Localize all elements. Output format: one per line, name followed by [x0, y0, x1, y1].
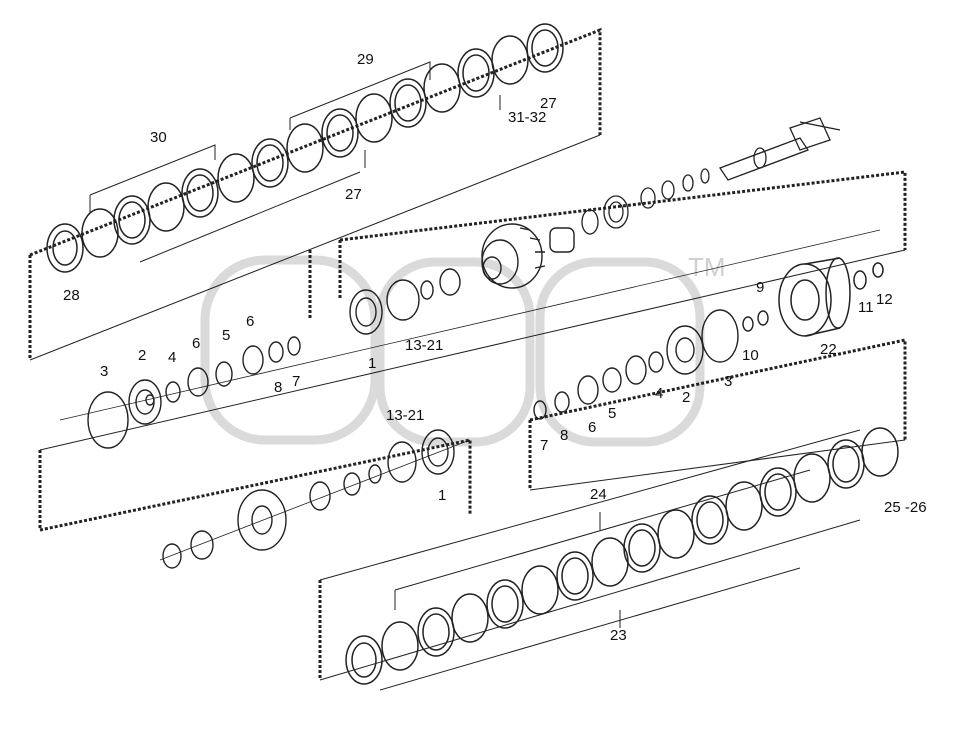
- callout-27: 27: [540, 95, 557, 112]
- callout-3: 3: [100, 363, 108, 380]
- clutch-drum: [778, 257, 884, 337]
- callout-10: 10: [742, 347, 759, 364]
- callout-5: 5: [608, 405, 616, 422]
- callout-8: 8: [560, 427, 568, 444]
- callout-23: 23: [610, 627, 627, 644]
- callout-7: 7: [292, 373, 300, 390]
- callout-13-21: 13-21: [386, 407, 424, 424]
- callout-31-32: 31-32: [508, 109, 546, 126]
- callout-8: 8: [274, 379, 282, 396]
- drive-gear: [349, 223, 575, 335]
- callout-6: 6: [192, 335, 200, 352]
- callout-1: 1: [368, 355, 376, 372]
- top-clutch-disc-stack: [46, 23, 564, 273]
- callout-9: 9: [756, 279, 764, 296]
- callout-28: 28: [63, 287, 80, 304]
- disc-28: [46, 223, 84, 273]
- callout-5: 5: [222, 327, 230, 344]
- callout-25-26: 25 -26: [884, 499, 927, 516]
- frame-top-pack: [29, 27, 602, 257]
- frame-right: [529, 338, 907, 440]
- callout-12: 12: [876, 291, 893, 308]
- bottom-clutch-disc-stack: [345, 427, 899, 685]
- callout-6: 6: [588, 419, 596, 436]
- callout-4: 4: [655, 385, 663, 402]
- top-leader-lines: [89, 61, 501, 263]
- callout-22: 22: [820, 341, 837, 358]
- callout-3: 3: [724, 373, 732, 390]
- group-frames: [28, 27, 907, 681]
- watermark: TM: [200, 252, 726, 447]
- frame-middle: [339, 170, 907, 250]
- callout-29: 29: [357, 51, 374, 68]
- lower-gear-assembly: [162, 429, 455, 569]
- callout-1: 1: [438, 487, 446, 504]
- callout-7: 7: [540, 437, 548, 454]
- callout-2: 2: [138, 347, 146, 364]
- callout-2: 2: [682, 389, 690, 406]
- callout-27: 27: [345, 186, 362, 203]
- callout-24: 24: [590, 486, 607, 503]
- output-shaft: [581, 117, 841, 235]
- callout-13-21: 13-21: [405, 337, 443, 354]
- frame-bottom-pack: [319, 429, 861, 581]
- callout-11: 11: [858, 299, 874, 316]
- left-piston-assembly: [87, 336, 301, 449]
- callout-30: 30: [150, 129, 167, 146]
- callout-6: 6: [246, 313, 254, 330]
- callout-4: 4: [168, 349, 176, 366]
- right-piston-assembly: [533, 309, 769, 420]
- callout-labels: 1 1 2 2 3 3 4 4 5 5 6 6 6 7 7 8 8 9 10 1…: [63, 51, 927, 644]
- bottom-leader-lines: [379, 469, 811, 691]
